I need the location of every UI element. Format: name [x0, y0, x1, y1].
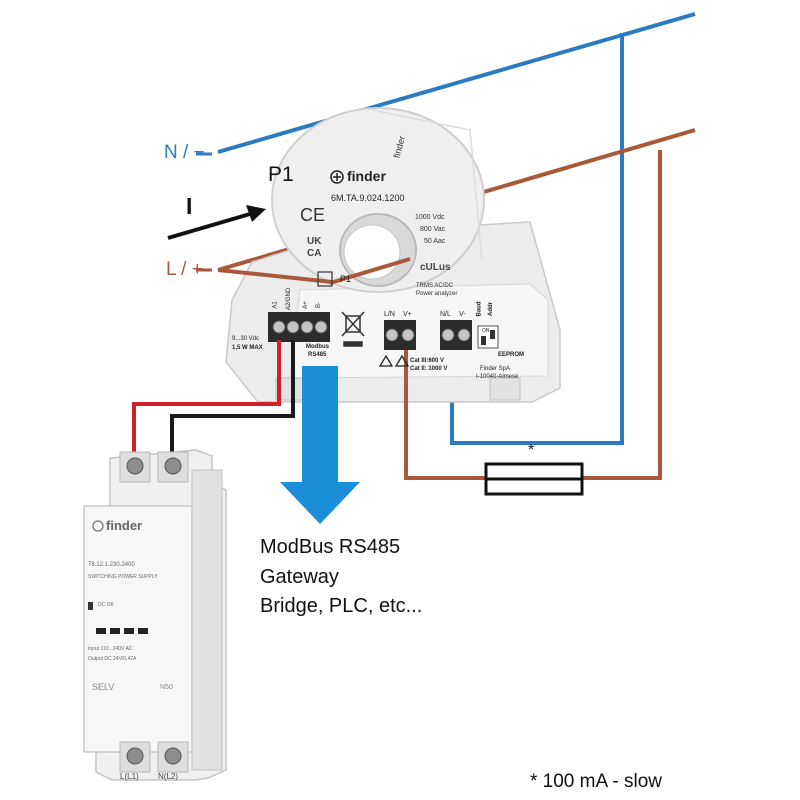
psu-input: Input 110...240V AC [88, 646, 133, 652]
terminal-label-ln: L/N [384, 311, 395, 318]
live-wire-entry [217, 268, 333, 284]
warning-icon [378, 354, 410, 367]
ul-mark: cULus [420, 262, 451, 273]
modbus-target-line-1: ModBus RS485 [260, 536, 401, 558]
psu-brand: finder [106, 518, 143, 533]
current-sensor [225, 107, 561, 403]
maker-address: I-10040-Almese [476, 374, 519, 380]
eeprom-label: EEPROM [498, 352, 525, 358]
psu-n50: N50 [160, 684, 173, 691]
rating-current-ac: 50 Aac [424, 238, 446, 245]
sensor-desc-2: Power analyzer [416, 291, 458, 297]
terminal-block-left [268, 312, 330, 342]
rating-voltage-dc: 1000 Vdc [415, 214, 445, 221]
psu-terminal-n: N(L2) [158, 772, 179, 781]
supply-rating-1: 9...30 Vdc [232, 336, 260, 342]
fuse-footnote: * 100 mA - slow [530, 771, 662, 792]
black-wire [170, 340, 295, 458]
terminal-label-aplus: A+ [302, 301, 309, 309]
current-arrow-head [246, 205, 266, 222]
terminal-label-a2: A2/GND [286, 287, 293, 311]
psu-output: Output DC 24V/0,42A [88, 656, 137, 662]
live-wire-through-hole [329, 257, 411, 285]
finder-logo-icon [330, 170, 344, 184]
sensor-brand: finder [347, 168, 386, 184]
current-arrow-line [167, 212, 251, 240]
live-wire-fuse-path [582, 150, 662, 480]
category-rating-1: Cat III:600 V [410, 358, 445, 364]
sensor-name-label: P1 [268, 163, 294, 186]
psu-selv: SELV [92, 682, 115, 692]
modbus-arrow [280, 366, 360, 524]
terminal-block-right [440, 320, 472, 350]
modbus-target-line-2: Gateway [260, 566, 339, 588]
sensor-model: 6M.TA.9.024.1200 [331, 193, 405, 203]
recycle-bin-icon [341, 311, 365, 347]
dip-label-addr: Addr [488, 302, 494, 316]
psu-type: SWITCHING POWER SUPPLY [88, 574, 158, 580]
maker-name: Finder SpA [480, 366, 511, 372]
psu-terminal-l: L(L1) [120, 772, 139, 781]
dip-label-baud: Baud [476, 301, 483, 317]
sensor-desc-1: TRMS AC/DC [416, 283, 454, 289]
live-wire-fuse-return [404, 337, 486, 480]
terminal-label-a1: A1 [272, 301, 279, 309]
modbus-port-label-1: Modbus [306, 344, 329, 350]
supply-rating-2: 1,5 W MAX [232, 345, 263, 351]
neutral-label: N / − [164, 142, 205, 163]
p1-box-label: P1 [340, 274, 352, 284]
psu-dc-ok: DC OK [98, 602, 114, 608]
category-rating-2: Cat II: 1000 V [410, 366, 448, 372]
ce-mark: CE [300, 205, 326, 225]
p1-box [317, 271, 333, 287]
terminal-label-vplus: V+ [403, 311, 412, 318]
ukca-mark-bottom: CA [307, 248, 322, 259]
current-symbol: I [186, 193, 193, 219]
terminal-label-bminus: B- [316, 302, 322, 308]
live-label: L / + [166, 259, 203, 280]
modbus-port-label-2: RS485 [308, 352, 327, 358]
terminal-label-nl: N/L [440, 311, 451, 318]
terminal-block-mid [384, 320, 416, 350]
dip-switch [477, 325, 499, 349]
psu-model: 78.12.1.230.2400 [88, 562, 135, 568]
dip-on-label: ON [482, 328, 490, 334]
red-wire [132, 340, 281, 458]
fuse-marker: * [528, 442, 535, 459]
power-supply [83, 449, 227, 781]
modbus-target-line-3: Bridge, PLC, etc... [260, 595, 423, 617]
ukca-mark-top: UK [307, 236, 322, 247]
rating-voltage-ac: 800 Vac [420, 226, 446, 233]
terminal-label-vminus: V- [459, 311, 466, 318]
